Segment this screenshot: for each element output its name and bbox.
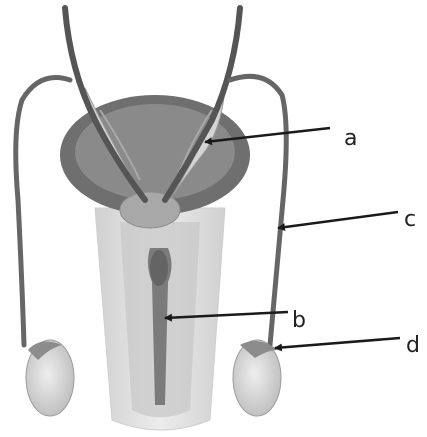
pointer-c	[278, 212, 398, 228]
label-c: c	[404, 207, 416, 232]
left-testis	[26, 340, 74, 416]
label-d: d	[406, 333, 420, 358]
label-a: a	[344, 126, 357, 151]
prostate	[120, 192, 180, 228]
pointer-d	[275, 338, 400, 348]
right-testis	[233, 340, 281, 416]
label-b: b	[292, 308, 306, 333]
